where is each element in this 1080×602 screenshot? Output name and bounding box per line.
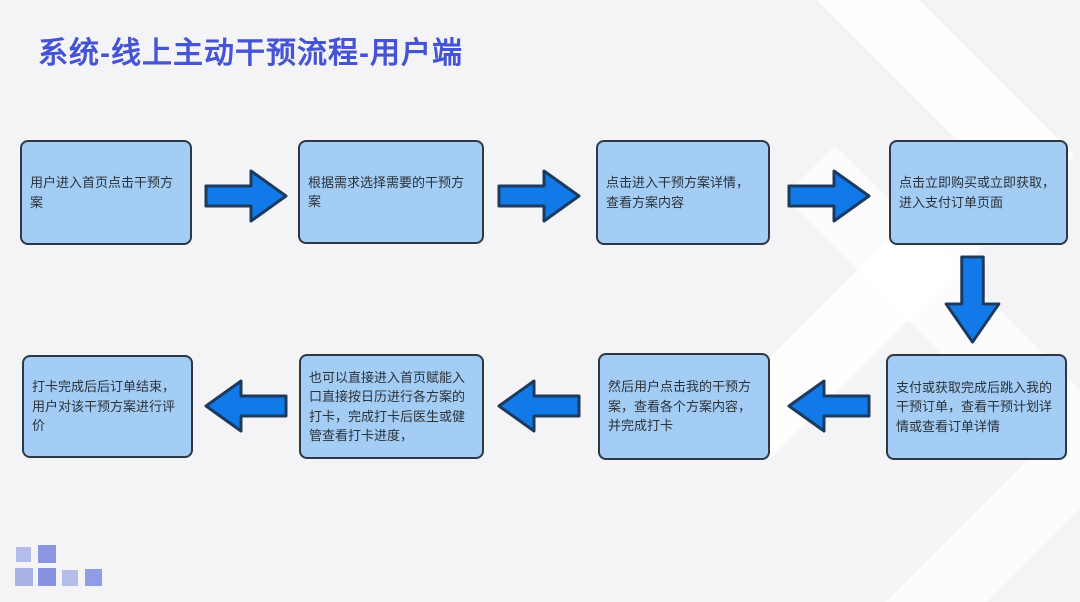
page-title: 系统-线上主动干预流程-用户端	[38, 37, 463, 70]
flow-node-label: 打卡完成后后订单结束，用户对该干预方案进行评价	[32, 379, 176, 434]
arrow-left-icon	[204, 379, 288, 433]
flow-node-step-8: 打卡完成后后订单结束，用户对该干预方案进行评价	[22, 355, 193, 458]
flow-node-step-2: 根据需求选择需要的干预方案	[298, 140, 484, 244]
decor-square	[38, 545, 56, 563]
flow-node-label: 也可以直接进入首页赋能入口直接按日历进行各方案的打卡，完成打卡后医生或健管查看打…	[309, 369, 466, 444]
flow-node-step-3: 点击进入干预方案详情，查看方案内容	[596, 140, 770, 245]
decor-square	[16, 547, 31, 562]
arrow-right-icon	[204, 169, 288, 223]
decor-square	[38, 568, 56, 586]
flow-node-step-7: 也可以直接进入首页赋能入口直接按日历进行各方案的打卡，完成打卡后医生或健管查看打…	[299, 354, 484, 459]
flow-node-step-6: 然后用户点击我的干预方案，查看各个方案内容，并完成打卡	[598, 353, 770, 460]
flow-node-step-1: 用户进入首页点击干预方案	[20, 140, 192, 245]
arrow-left-icon	[497, 379, 581, 433]
flow-node-label: 根据需求选择需要的干预方案	[308, 174, 465, 210]
arrow-right-icon	[787, 169, 871, 223]
flow-node-label: 然后用户点击我的干预方案，查看各个方案内容，并完成打卡	[608, 379, 752, 434]
decor-square	[62, 570, 78, 586]
flow-node-label: 点击立即购买或立即获取，进入支付订单页面	[899, 175, 1056, 210]
decor-square	[15, 568, 33, 586]
flow-node-step-5: 支付或获取完成后跳入我的干预订单，查看干预计划详情或查看订单详情	[886, 354, 1067, 460]
arrow-down-icon	[944, 255, 1001, 344]
flow-node-step-4: 点击立即购买或立即获取，进入支付订单页面	[889, 140, 1068, 245]
decor-square	[85, 569, 102, 586]
flow-node-label: 点击进入干预方案详情，查看方案内容	[606, 175, 750, 210]
flow-node-label: 支付或获取完成后跳入我的干预订单，查看干预计划详情或查看订单详情	[896, 379, 1053, 434]
arrow-left-icon	[787, 379, 871, 433]
flow-node-label: 用户进入首页点击干预方案	[30, 175, 174, 210]
arrow-right-icon	[497, 169, 581, 223]
